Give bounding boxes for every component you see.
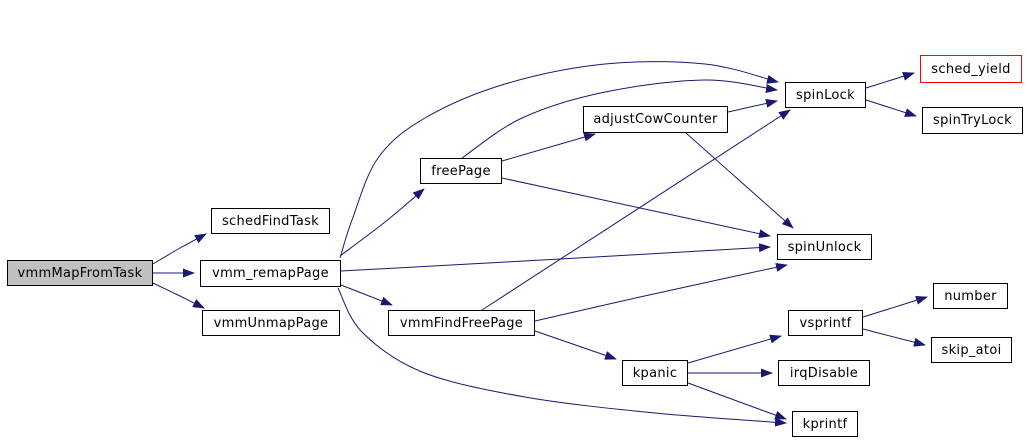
edge-vmmMapFromTask-to-schedFindTask (152, 233, 207, 265)
edge-vsprintf-to-number (862, 295, 928, 318)
edge-vmm_remapPage-to-kprintf (337, 287, 787, 427)
node-vmmMapFromTask: vmmMapFromTask (7, 260, 153, 286)
node-label: kpanic (632, 365, 678, 381)
node-number[interactable]: number (933, 283, 1008, 309)
node-spinTryLock[interactable]: spinTryLock (922, 107, 1023, 134)
node-freePage[interactable]: freePage (420, 158, 502, 184)
edge-vmmFindFreePage-to-kpanic (534, 330, 617, 360)
node-label: schedFindTask (221, 213, 319, 229)
node-kprintf[interactable]: kprintf (792, 411, 858, 437)
edge-vmm_remapPage-to-freePage (339, 188, 425, 257)
edge-freePage-to-adjustCowCounter (501, 132, 596, 162)
edge-vmm_remapPage-to-spinUnlock (340, 243, 771, 272)
node-irqDisable[interactable]: irqDisable (778, 360, 870, 386)
node-vmmFindFreePage[interactable]: vmmFindFreePage (388, 310, 535, 336)
edge-vmmFindFreePage-to-spinUnlock (534, 262, 788, 322)
edge-kpanic-to-vsprintf (687, 334, 782, 364)
edge-freePage-to-spinLock (461, 79, 778, 159)
edge-vmm_remapPage-to-spinLock (339, 61, 779, 259)
node-label: vmm_remapPage (212, 266, 329, 281)
node-vmmUnmapPage[interactable]: vmmUnmapPage (202, 310, 340, 336)
node-label: freePage (431, 163, 491, 179)
node-label: spinUnlock (787, 239, 862, 255)
edge-vmmFindFreePage-to-spinLock (481, 109, 791, 311)
node-label: vsprintf (799, 315, 852, 331)
edge-spinLock-to-spinTryLock (865, 99, 917, 117)
edge-vmmMapFromTask-to-vmmUnmapPage (152, 282, 205, 309)
node-label: vmmUnmapPage (213, 315, 329, 331)
node-vsprintf[interactable]: vsprintf (788, 310, 863, 336)
node-kpanic[interactable]: kpanic (622, 360, 688, 386)
node-skip_atoi[interactable]: skip_atoi (931, 337, 1012, 363)
node-sched_yield[interactable]: sched_yield (920, 55, 1022, 83)
node-label: sched_yield (931, 61, 1011, 77)
node-spinUnlock[interactable]: spinUnlock (777, 234, 872, 260)
node-label: vmmMapFromTask (17, 265, 143, 281)
edge-vsprintf-to-skip_atoi (862, 328, 926, 347)
node-label: irqDisable (789, 365, 859, 381)
node-label: skip_atoi (941, 342, 1002, 358)
node-label: kprintf (802, 416, 848, 432)
edge-adjustCowCounter-to-spinUnlock (685, 132, 794, 229)
edge-vmm_remapPage-to-vmmFindFreePage (340, 284, 393, 306)
edge-spinLock-to-sched_yield (865, 71, 915, 89)
node-label: adjustCowCounter (593, 112, 718, 127)
node-label: number (944, 288, 997, 304)
node-vmm_remapPage[interactable]: vmm_remapPage (200, 260, 341, 287)
edge-kpanic-to-kprintf (687, 382, 787, 420)
node-label: vmmFindFreePage (399, 315, 524, 331)
node-spinLock[interactable]: spinLock (785, 82, 866, 108)
edge-freePage-to-spinUnlock (501, 177, 771, 239)
node-label: spinLock (796, 87, 855, 103)
node-adjustCowCounter[interactable]: adjustCowCounter (583, 106, 728, 133)
node-label: spinTryLock (933, 113, 1012, 128)
edge-adjustCowCounter-to-spinLock (727, 99, 778, 113)
node-schedFindTask[interactable]: schedFindTask (211, 208, 330, 234)
